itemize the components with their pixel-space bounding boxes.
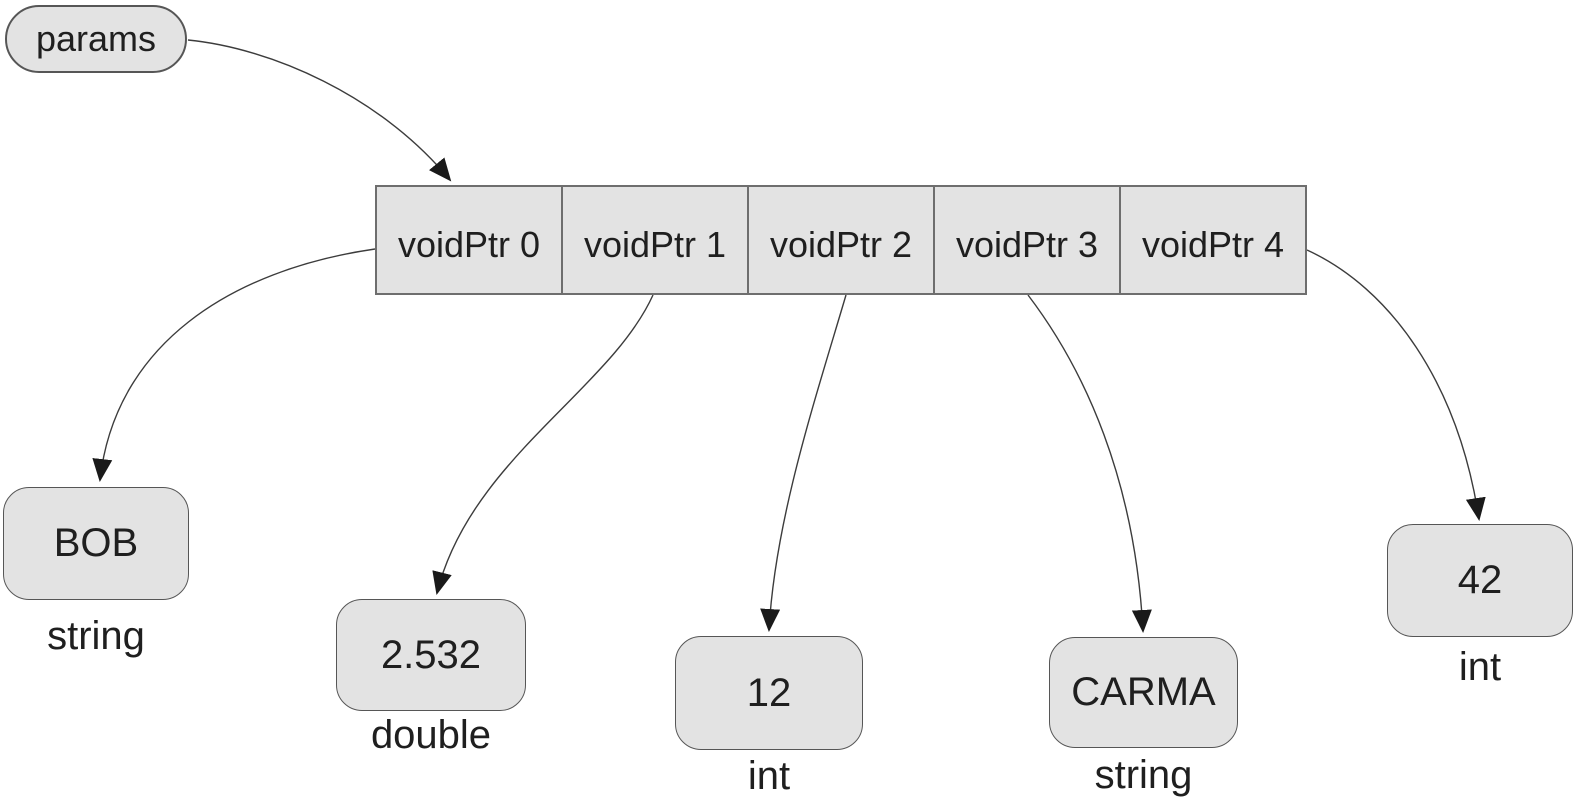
value-text: BOB [53, 521, 139, 565]
array-cell-label: voidPtr 4 [1141, 224, 1285, 265]
array-cell-1: voidPtr 1 [563, 187, 749, 293]
type-label-int-2: int [747, 754, 791, 798]
array-cell-label: voidPtr 3 [955, 224, 1099, 265]
array-cell-4: voidPtr 4 [1121, 187, 1305, 293]
array-cell-0: voidPtr 0 [377, 187, 563, 293]
voidptr-array: voidPtr 0 voidPtr 1 voidPtr 2 voidPtr 3 … [375, 185, 1307, 295]
array-cell-2: voidPtr 2 [749, 187, 935, 293]
value-box-bob: BOB [3, 487, 189, 600]
arrow-cell4-to-int42 [1306, 249, 1486, 521]
array-cell-label: voidPtr 1 [583, 224, 727, 265]
array-cell-3: voidPtr 3 [935, 187, 1121, 293]
arrow-cell3-to-carma [1027, 294, 1152, 633]
value-text: 42 [1457, 558, 1503, 602]
value-text: 2.532 [380, 632, 482, 677]
type-label-int-4: int [1458, 645, 1502, 689]
arrow-cell2-to-int12 [760, 294, 847, 632]
value-text: CARMA [1071, 670, 1216, 714]
params-label: params [35, 18, 157, 59]
arrow-params-to-array [187, 39, 452, 182]
array-cell-label: voidPtr 0 [397, 224, 541, 265]
value-box-int42: 42 [1387, 524, 1573, 637]
value-text: 12 [746, 670, 792, 715]
type-label-string-3: string [1094, 753, 1193, 797]
arrow-cell1-to-double [432, 294, 654, 595]
type-label-double: double [370, 713, 492, 757]
type-label-string-0: string [47, 614, 145, 658]
array-cell-label: voidPtr 2 [769, 224, 913, 265]
value-box-int12: 12 [675, 636, 863, 750]
value-box-carma: CARMA [1049, 637, 1238, 748]
arrow-cell0-to-bob [92, 248, 376, 482]
params-node: params [5, 5, 187, 73]
value-box-double: 2.532 [336, 599, 526, 711]
